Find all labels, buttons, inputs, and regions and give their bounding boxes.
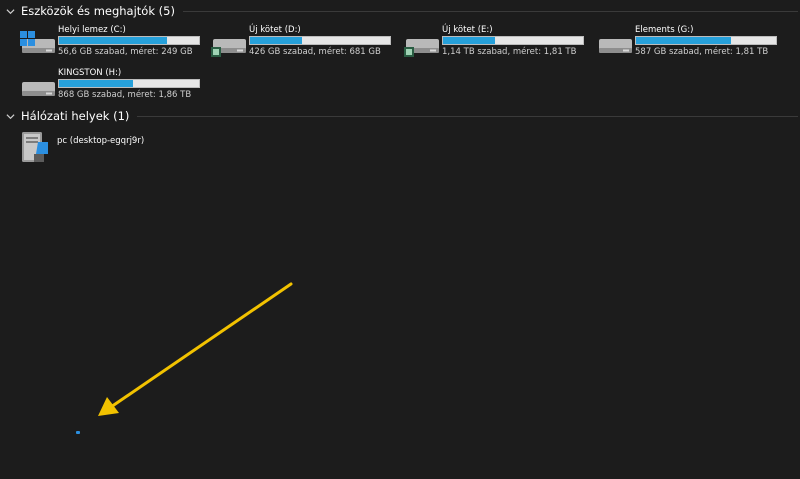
drive-name: Új kötet (E:) xyxy=(442,25,493,35)
group-divider xyxy=(137,115,798,117)
group-divider xyxy=(182,10,798,12)
drive-usage-bar xyxy=(635,36,777,45)
chevron-down-icon[interactable] xyxy=(6,112,15,121)
drive-space-info: 426 GB szabad, méret: 681 GB xyxy=(249,47,381,57)
group-header-devices[interactable]: Eszközök és meghajtók (5) xyxy=(0,2,800,20)
drive-name: KINGSTON (H:) xyxy=(58,68,122,78)
hard-drive-icon xyxy=(22,82,55,96)
drive-d[interactable]: Új kötet (D:) 426 GB szabad, méret: 681 … xyxy=(211,25,401,65)
chevron-down-icon[interactable] xyxy=(6,7,15,16)
hard-drive-icon xyxy=(211,39,246,57)
drive-h[interactable]: KINGSTON (H:) 868 GB szabad, méret: 1,86… xyxy=(20,68,210,108)
drive-g[interactable]: Elements (G:) 587 GB szabad, méret: 1,81… xyxy=(597,25,787,65)
windows-system-drive-icon xyxy=(20,31,55,53)
drive-usage-bar xyxy=(442,36,584,45)
drive-space-info: 56,6 GB szabad, méret: 249 GB xyxy=(58,47,193,57)
group-header-network[interactable]: Hálózati helyek (1) xyxy=(0,107,800,125)
group-title-devices: Eszközök és meghajtók (5) xyxy=(21,4,175,18)
drive-space-info: 587 GB szabad, méret: 1,81 TB xyxy=(635,47,769,57)
hard-drive-icon xyxy=(404,39,439,57)
drive-name: Új kötet (D:) xyxy=(249,25,301,35)
cursor-marker xyxy=(76,431,80,434)
drive-space-info: 868 GB szabad, méret: 1,86 TB xyxy=(58,90,192,100)
network-location-name: pc (desktop-egqrj9r) xyxy=(57,136,145,146)
drive-c[interactable]: Helyi lemez (C:) 56,6 GB szabad, méret: … xyxy=(20,25,210,65)
drive-name: Elements (G:) xyxy=(635,25,694,35)
drive-space-info: 1,14 TB szabad, méret: 1,81 TB xyxy=(442,47,577,57)
drive-e[interactable]: Új kötet (E:) 1,14 TB szabad, méret: 1,8… xyxy=(404,25,594,65)
network-pc-icon xyxy=(22,132,48,162)
group-title-network: Hálózati helyek (1) xyxy=(21,109,130,123)
drive-name: Helyi lemez (C:) xyxy=(58,25,126,35)
drive-usage-bar xyxy=(58,79,200,88)
network-location-pc[interactable]: pc (desktop-egqrj9r) xyxy=(20,130,220,166)
hard-drive-icon xyxy=(599,39,632,53)
drive-usage-bar xyxy=(58,36,200,45)
drive-usage-bar xyxy=(249,36,391,45)
